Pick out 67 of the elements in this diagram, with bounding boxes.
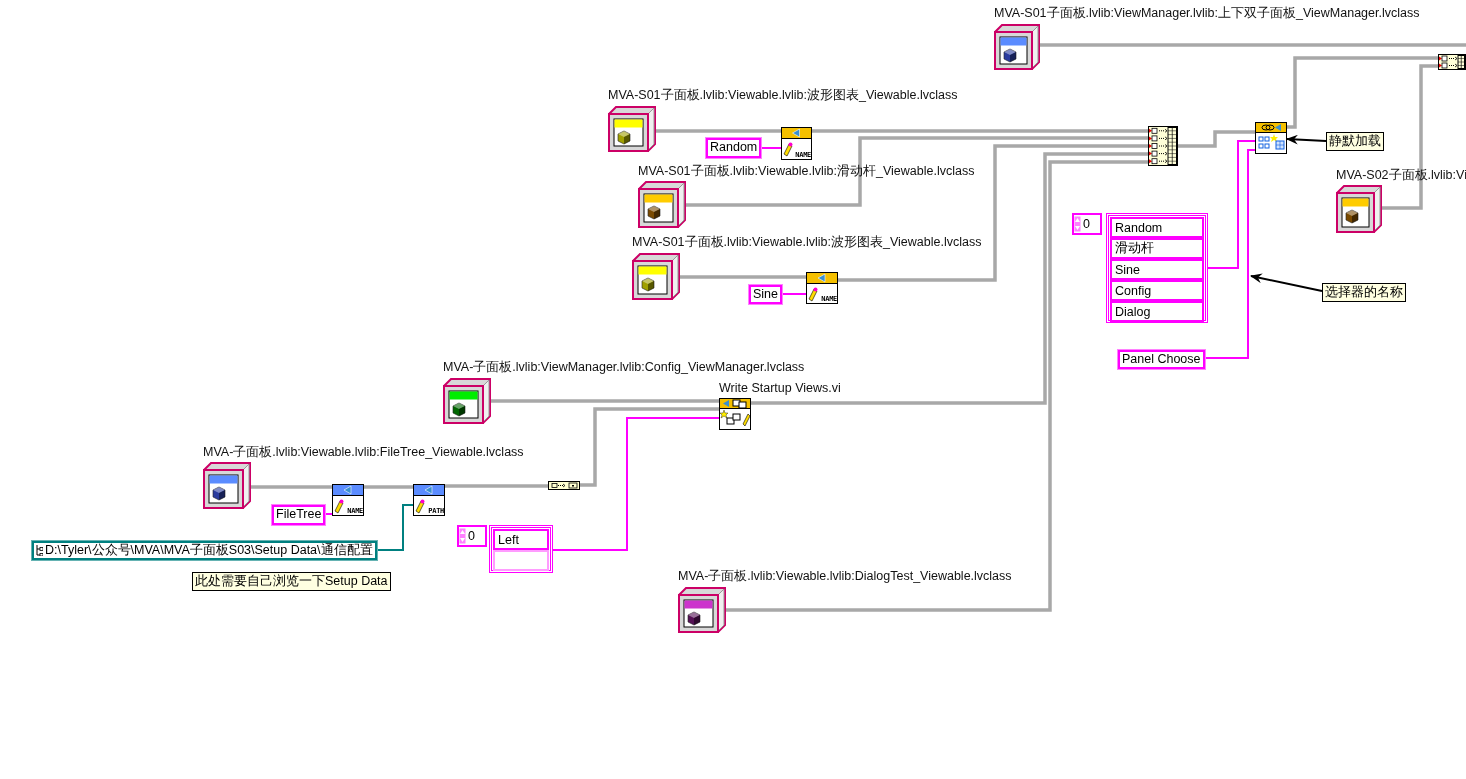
class-constant [1336,185,1382,233]
class-label: MVA-子面板.lvlib:Viewable.lvlib:DialogTest_Viewable.lvclass [678,569,1012,584]
class-wire [656,129,781,133]
index-value: 0 [468,529,475,543]
class-constant [443,378,491,424]
class-label: MVA-S01子面板.lvlib:Viewable.lvlib:波形图表_Viewable.lvclass [608,88,958,103]
build-array-node [1148,126,1178,166]
class-wire [491,399,719,403]
class-wire [726,160,1148,612]
wire [781,293,807,295]
class-wire [812,129,1148,133]
function-node [1255,122,1287,154]
comment-label: 选择器的名称 [1322,283,1406,302]
array-element: Sine [1110,259,1204,280]
array-element: Config [1110,280,1204,301]
class-constant [608,106,656,152]
wire [1203,149,1256,359]
class-wire [1178,130,1255,148]
array-element: Left [493,529,549,550]
class-wire [680,275,806,279]
index-value: 0 [1083,217,1090,231]
class-constant [203,462,251,509]
class-label: MVA-S01子面板.lvlib:Viewable.lvlib:波形图表_Viewable.lvclass [632,235,982,250]
build-array-node [1438,54,1466,70]
class-label: MVA-S02子面板.lvlib:Vi [1336,168,1466,183]
class-label: MVA-S01子面板.lvlib:ViewManager.lvlib:上下双子面板_ViewManager.lvclass [994,6,1420,21]
class-wire [838,144,1148,282]
class-wire [251,485,332,489]
class-constant [678,587,726,633]
class-wire [580,407,719,487]
property-node [781,127,812,160]
class-constant [638,181,686,228]
class-constant [994,24,1040,70]
class-wire [686,136,1148,207]
class-label: MVA-子面板.lvlib:Viewable.lvlib:FileTree_Viewable.lvclass [203,445,524,460]
class-wire [1382,64,1438,210]
string-constant: Random [706,138,762,158]
class-label: MVA-S01子面板.lvlib:Viewable.lvlib:滑动杆_Viewable.lvclass [638,164,975,179]
string-constant: Panel Choose [1118,350,1205,369]
class-wire [1040,43,1466,47]
class-wire [445,484,548,488]
function-node [719,398,751,430]
array-element: Random [1110,217,1204,238]
class-wire [751,152,1148,405]
conversion-node [548,481,580,490]
arrow [1250,273,1323,292]
class-constant [632,253,680,300]
class-wire [364,485,413,489]
class-label: MVA-子面板.lvlib:ViewManager.lvlib:Config_ViewManager.lvclass [443,360,805,375]
property-node [332,484,364,516]
array-element: 滑动杆 [1110,238,1204,259]
arrow [1286,134,1327,145]
function-label: Write Startup Views.vi [719,381,841,396]
array-element: Dialog [1110,301,1204,322]
class-wire [1287,56,1438,129]
string-constant: FileTree [272,505,326,525]
path-text: D:\Tyler\公众号\MVA\MVA子面板S03\Setup Data\通信配置 [45,542,373,559]
property-node [806,272,838,304]
string-constant: Sine [749,285,783,304]
wire [1207,140,1256,269]
wire [375,504,414,551]
wire [760,147,782,149]
wire [552,417,720,551]
comment-label: 静默加载 [1326,132,1384,151]
comment-label: 此处需要自己浏览一下Setup Data [192,572,391,591]
property-node [413,484,445,516]
wire [324,513,333,515]
